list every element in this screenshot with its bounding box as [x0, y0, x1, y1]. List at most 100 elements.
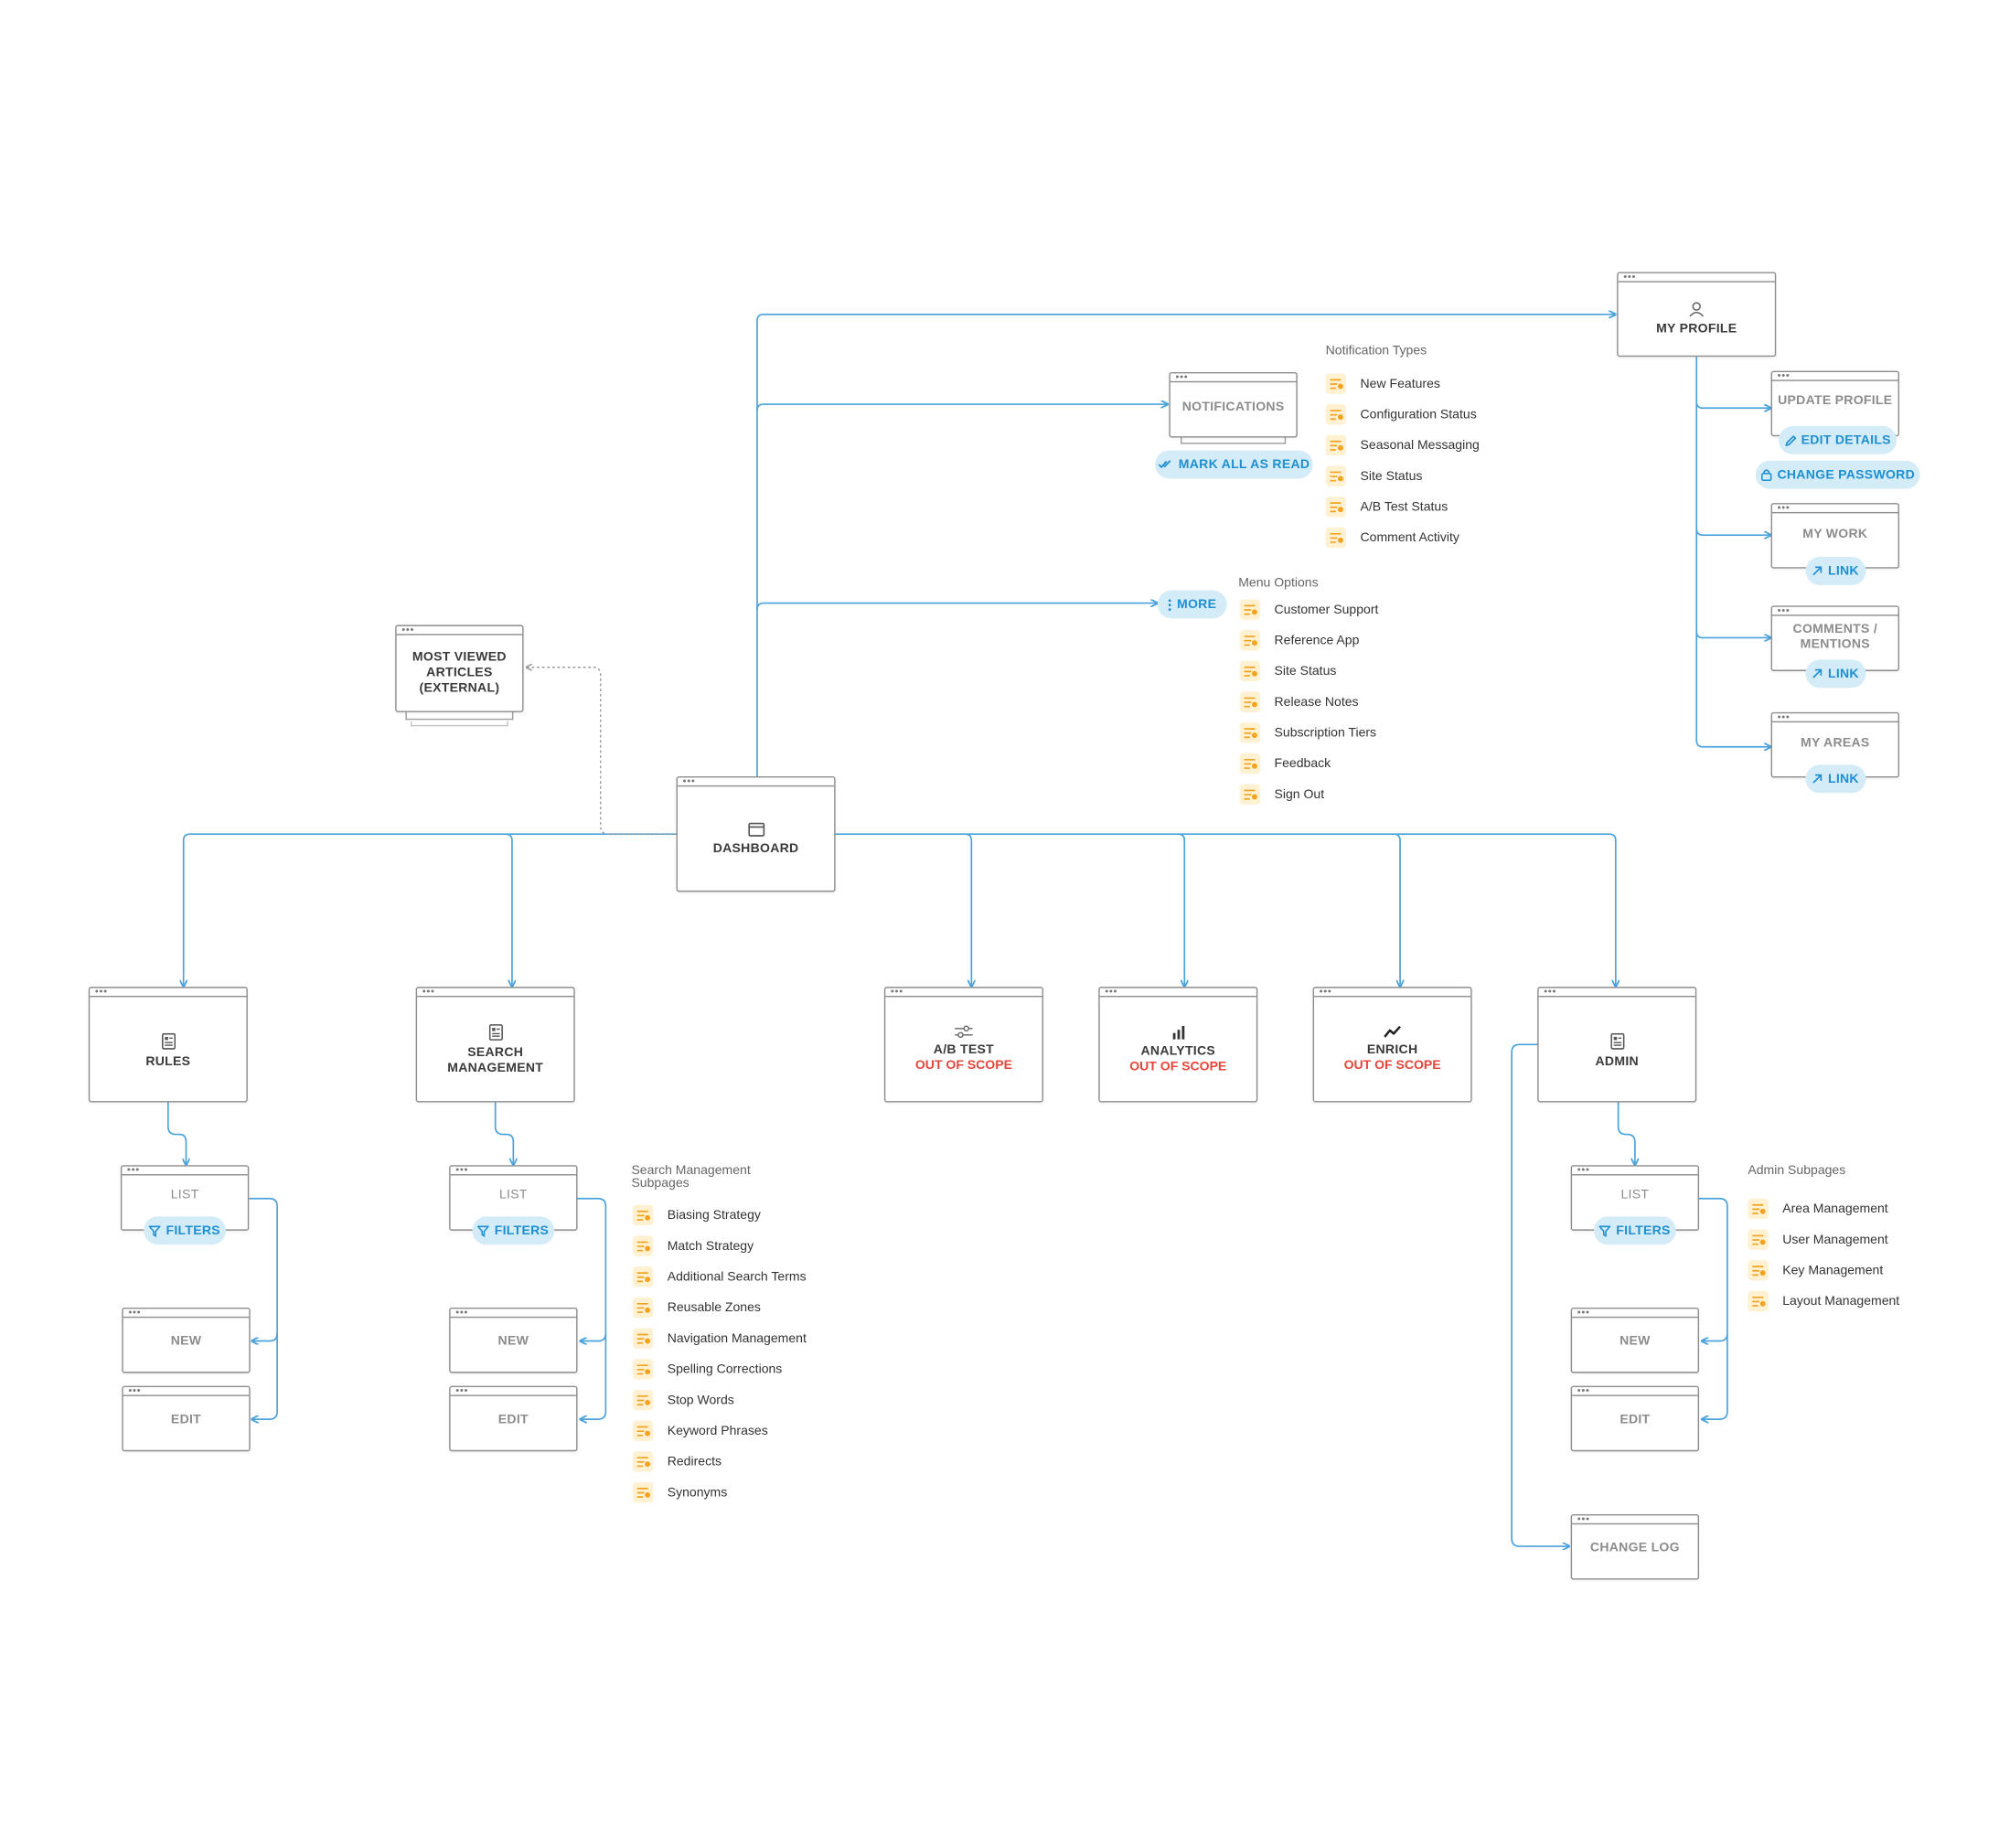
search-subpage-item-label: Stop Words [667, 1393, 734, 1407]
node-label: RULES [145, 1053, 191, 1069]
stack-shadow [411, 721, 508, 727]
notification-type-item[interactable]: Comment Activity [1325, 527, 1459, 549]
enrich-node[interactable]: ••• ENRICH OUT OF SCOPE [1312, 986, 1472, 1103]
admin-change-log-node[interactable]: ••• CHANGE LOG [1570, 1513, 1700, 1580]
window-bar: ••• [450, 1307, 577, 1319]
search-edit-node[interactable]: ••• EDIT [449, 1385, 578, 1452]
list-bullet-icon [632, 1451, 654, 1472]
change-password-button[interactable]: CHANGE PASSWORD [1755, 460, 1920, 489]
document-icon [1609, 1032, 1624, 1050]
window-bar: ••• [1572, 1385, 1698, 1396]
search-subpage-item[interactable]: Additional Search Terms [632, 1266, 807, 1287]
user-icon [1689, 302, 1705, 317]
admin-new-node[interactable]: ••• NEW [1570, 1307, 1700, 1373]
double-check-icon [1158, 459, 1173, 469]
window-bar: ••• [1538, 986, 1695, 998]
pill-label: LINK [1827, 772, 1859, 786]
notification-type-item[interactable]: Configuration Status [1325, 404, 1477, 425]
search-filters-button[interactable]: FILTERS [472, 1216, 555, 1245]
search-subpage-item[interactable]: Stop Words [632, 1389, 734, 1411]
admin-subpage-item[interactable]: Key Management [1748, 1260, 1883, 1281]
mark-all-as-read-button[interactable]: MARK ALL AS READ [1155, 450, 1313, 479]
search-subpage-item[interactable]: Navigation Management [632, 1328, 807, 1349]
lock-icon [1760, 468, 1772, 482]
edit-details-button[interactable]: EDIT DETAILS [1779, 425, 1897, 454]
more-button[interactable]: MORE [1157, 590, 1227, 619]
notification-type-item[interactable]: A/B Test Status [1325, 497, 1448, 518]
my-work-node[interactable]: ••• MY WORK [1770, 502, 1899, 569]
most-viewed-articles-node[interactable]: ••• MOST VIEWED ARTICLES (EXTERNAL) [395, 625, 524, 712]
rules-filters-button[interactable]: FILTERS [144, 1216, 226, 1245]
search-subpage-item[interactable]: Biasing Strategy [632, 1204, 761, 1226]
window-bar: ••• [123, 1307, 250, 1319]
menu-option-item-label: Release Notes [1274, 694, 1359, 710]
search-subpage-item[interactable]: Keyword Phrases [632, 1420, 768, 1441]
search-subpage-item[interactable]: Spelling Corrections [632, 1359, 782, 1380]
rules-edit-node[interactable]: ••• EDIT [122, 1385, 251, 1452]
admin-filters-button[interactable]: FILTERS [1593, 1216, 1676, 1245]
document-icon [488, 1023, 503, 1041]
search-subpage-item[interactable]: Synonyms [632, 1481, 727, 1503]
filter-icon [1599, 1224, 1611, 1237]
search-subpage-item[interactable]: Redirects [632, 1451, 722, 1472]
node-label: NEW [170, 1334, 202, 1349]
list-bullet-icon [632, 1481, 654, 1503]
list-bullet-icon [632, 1204, 654, 1226]
update-profile-node[interactable]: ••• UPDATE PROFILE [1770, 370, 1899, 437]
arrow-up-right-icon [1812, 774, 1823, 784]
admin-subpage-item[interactable]: Area Management [1748, 1198, 1888, 1220]
admin-edit-node[interactable]: ••• EDIT [1570, 1385, 1700, 1452]
search-subpage-item[interactable]: Reusable Zones [632, 1297, 761, 1319]
my-areas-link-button[interactable]: LINK [1805, 764, 1866, 794]
notification-type-item[interactable]: Site Status [1325, 465, 1423, 486]
arrow-up-right-icon [1812, 668, 1823, 678]
notifications-node[interactable]: ••• NOTIFICATIONS [1169, 371, 1298, 438]
list-bullet-icon [1239, 784, 1261, 805]
vertical-dots-icon [1168, 598, 1171, 611]
window-bar: ••• [450, 1165, 577, 1176]
menu-option-item[interactable]: Feedback [1239, 753, 1331, 774]
list-bullet-icon [1239, 691, 1261, 712]
list-bullet-icon [1239, 753, 1261, 774]
notification-type-item[interactable]: New Features [1325, 373, 1440, 394]
window-bar: ••• [90, 986, 247, 998]
bar-chart-icon [1171, 1025, 1185, 1040]
node-label: MOST VIEWED [412, 650, 507, 665]
search-subpage-item[interactable]: Match Strategy [632, 1235, 754, 1256]
menu-option-item[interactable]: Sign Out [1239, 784, 1324, 805]
list-bullet-icon [1325, 373, 1347, 394]
window-bar: ••• [1772, 502, 1898, 514]
filter-icon [477, 1224, 490, 1237]
my-profile-node[interactable]: ••• MY PROFILE [1617, 272, 1777, 358]
window-bar: ••• [396, 625, 523, 636]
analytics-node[interactable]: ••• ANALYTICS OUT OF SCOPE [1098, 986, 1258, 1103]
dashboard-node[interactable]: ••• DASHBOARD [676, 775, 836, 892]
sliders-icon [955, 1025, 973, 1039]
filter-icon [149, 1224, 161, 1237]
notification-type-item[interactable]: Seasonal Messaging [1325, 434, 1480, 456]
menu-option-item-label: Reference App [1274, 633, 1360, 647]
stack-shadow [405, 711, 514, 721]
menu-option-item[interactable]: Customer Support [1239, 599, 1378, 620]
node-label: MY AREAS [1801, 735, 1870, 751]
ab-test-node[interactable]: ••• A/B TEST OUT OF SCOPE [883, 986, 1043, 1103]
admin-node[interactable]: ••• ADMIN [1537, 986, 1697, 1103]
node-label: LIST [1620, 1187, 1650, 1202]
search-new-node[interactable]: ••• NEW [449, 1307, 578, 1373]
list-bullet-icon [1748, 1229, 1769, 1250]
menu-option-item[interactable]: Reference App [1239, 630, 1360, 651]
menu-option-item[interactable]: Site Status [1239, 660, 1336, 682]
my-work-link-button[interactable]: LINK [1805, 557, 1866, 585]
admin-subpage-item[interactable]: User Management [1748, 1229, 1888, 1250]
comments-link-button[interactable]: LINK [1805, 659, 1866, 689]
search-management-node[interactable]: ••• SEARCH MANAGEMENT [415, 986, 575, 1103]
menu-option-item[interactable]: Subscription Tiers [1239, 722, 1376, 743]
admin-subpage-item[interactable]: Layout Management [1748, 1290, 1899, 1312]
list-bullet-icon [1325, 497, 1347, 518]
menu-option-item[interactable]: Release Notes [1239, 691, 1359, 712]
notification-type-item-label: Site Status [1360, 468, 1423, 484]
list-bullet-icon [1239, 599, 1261, 620]
rules-new-node[interactable]: ••• NEW [122, 1307, 251, 1373]
rules-node[interactable]: ••• RULES [88, 986, 248, 1103]
